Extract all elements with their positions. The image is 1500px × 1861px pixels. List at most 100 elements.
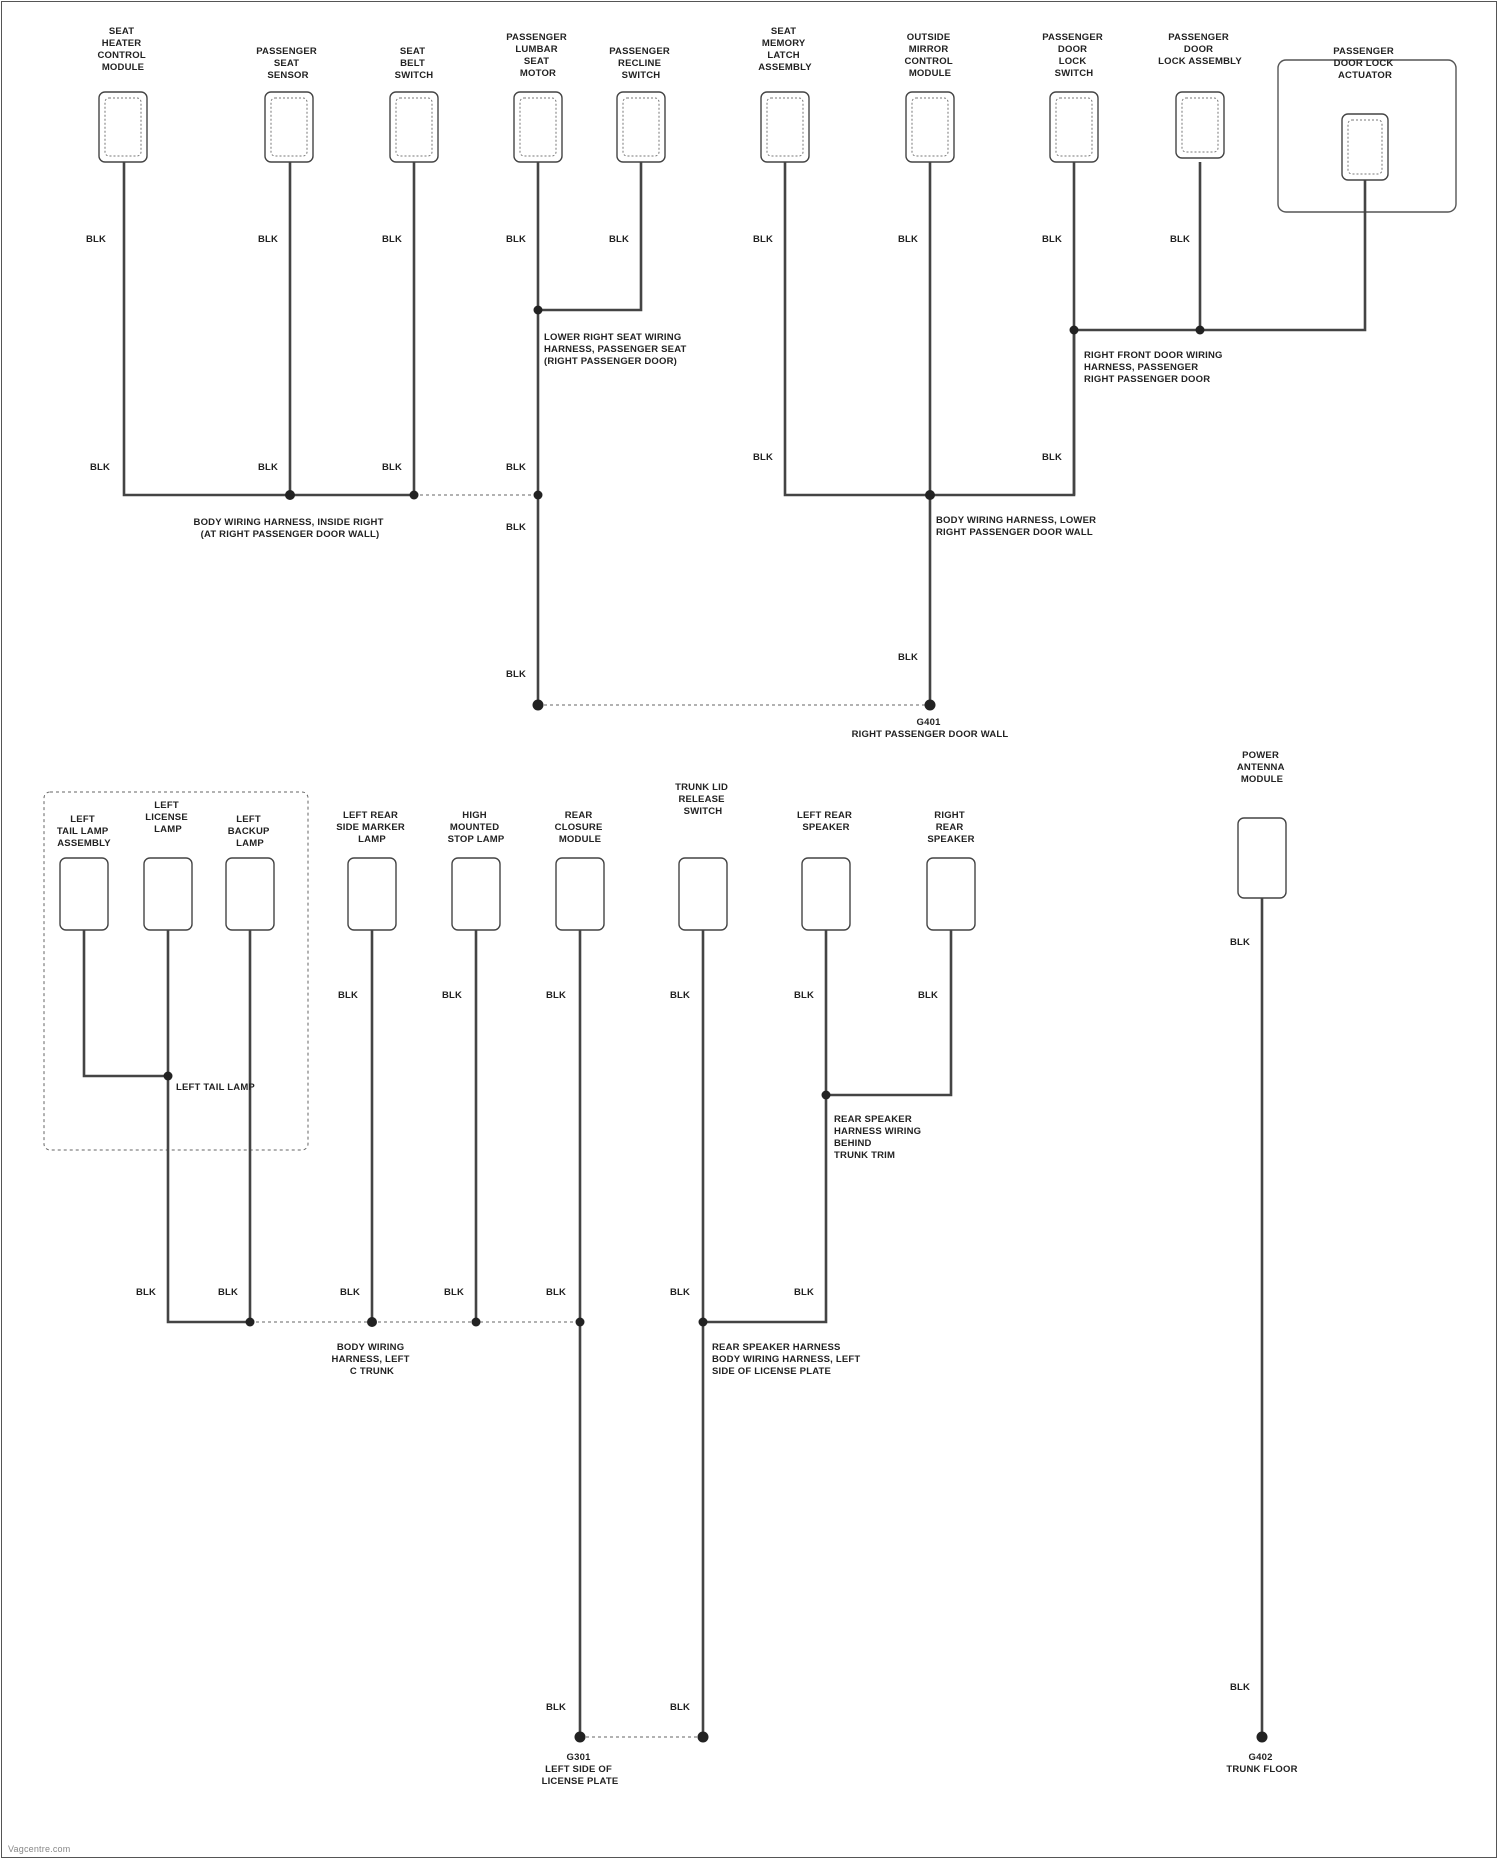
svg-text:BLK: BLK: [670, 1287, 690, 1298]
component-c5: PASSENGER RECLINE SWITCH: [609, 46, 673, 162]
top-wire-labels: BLK BLK BLK BLK BLK BLK BLK BLK BLK BLK …: [86, 234, 1190, 680]
splice-label-s3: RIGHT FRONT DOOR WIRING HARNESS, PASSENG…: [1084, 350, 1226, 385]
splice-label-s4: BODY WIRING HARNESS, LOWER RIGHT PASSENG…: [936, 515, 1099, 538]
component-c10: PASSENGER DOOR LOCK ACTUATOR: [1278, 46, 1456, 212]
splice-label-s7: REAR SPEAKER HARNESS BODY WIRING HARNESS…: [712, 1342, 863, 1377]
component-label: PASSENGER RECLINE SWITCH: [609, 46, 673, 81]
svg-text:BLK: BLK: [382, 234, 402, 245]
svg-text:BLK: BLK: [258, 462, 278, 473]
svg-text:BLK: BLK: [794, 1287, 814, 1298]
svg-text:BLK: BLK: [918, 990, 938, 1001]
splice-dot: [285, 490, 295, 500]
svg-text:TRUNK LID RELEASE: TRUNK LID RELEASE SWITCH: [675, 782, 731, 817]
svg-text:LEFT LICENSE LAMP: LEFT LICENSE LAMP: [145, 800, 190, 835]
svg-text:BLK: BLK: [753, 452, 773, 463]
svg-text:BLK: BLK: [382, 462, 402, 473]
connector: [99, 92, 147, 162]
splice-dot: [1196, 326, 1205, 335]
component-b8: LEFT REAR SPEAKER: [797, 810, 855, 930]
splice-label-s1: BODY WIRING HARNESS, INSIDE RIGHT (AT RI…: [194, 517, 387, 540]
component-label: SEAT MEMORY LATCH ASSEMBLY: [758, 26, 812, 73]
svg-text:BLK: BLK: [546, 1702, 566, 1713]
component-c1: SEAT HEATER CONTROL MODULE: [97, 26, 148, 162]
svg-text:BLK: BLK: [442, 990, 462, 1001]
component-b4: LEFT REAR SIDE MARKER LAMP: [336, 810, 408, 930]
component-b5: HIGH MOUNTED STOP LAMP: [448, 810, 505, 930]
splice-label-s2: LOWER RIGHT SEAT WIRING HARNESS, PASSENG…: [544, 332, 689, 367]
splice-dot: [1070, 326, 1079, 335]
svg-text:BLK: BLK: [898, 652, 918, 663]
svg-text:REAR CLOSURE MODUL: REAR CLOSURE MODULE: [555, 810, 606, 845]
svg-text:BLK: BLK: [218, 1287, 238, 1298]
component-c8: PASSENGER DOOR LOCK SWITCH: [1042, 32, 1106, 162]
ground-label-g2: G301 LEFT SIDE OF LICENSE PLATE: [542, 1752, 619, 1787]
component-label: PASSENGER DOOR LOCK ASSEMBLY: [1158, 32, 1242, 67]
splice-dot: [534, 306, 543, 315]
svg-text:BLK: BLK: [546, 1287, 566, 1298]
component-label: PASSENGER DOOR LOCK SWITCH: [1042, 32, 1106, 79]
component-label: SEAT HEATER CONTROL MODULE: [97, 26, 148, 73]
svg-text:BLK: BLK: [670, 990, 690, 1001]
component-c2: PASSENGER SEAT SENSOR: [256, 46, 320, 162]
component-b6: REAR CLOSURE MODULE: [555, 810, 606, 930]
svg-text:BLK: BLK: [506, 234, 526, 245]
splice-label-s6: BODY WIRING HARNESS, LEFT C TRUNK: [332, 1342, 413, 1377]
svg-text:BLK: BLK: [136, 1287, 156, 1298]
component-c6: SEAT MEMORY LATCH ASSEMBLY: [758, 26, 812, 162]
top-splice-dots: [285, 306, 1205, 711]
ground-label-g1: G401 RIGHT PASSENGER DOOR WALL: [852, 717, 1009, 740]
svg-text:POWER ANTENNA MODU: POWER ANTENNA MODULE: [1237, 750, 1287, 785]
component-b7: TRUNK LID RELEASE SWITCH: [675, 782, 731, 930]
ground-dot: [533, 700, 544, 711]
svg-text:BLK: BLK: [86, 234, 106, 245]
svg-text:BLK: BLK: [340, 1287, 360, 1298]
svg-text:BLK: BLK: [444, 1287, 464, 1298]
component-label: PASSENGER SEAT SENSOR: [256, 46, 320, 81]
svg-text:BLK: BLK: [546, 990, 566, 1001]
svg-text:LEFT REAR SPEAKER: LEFT REAR SPEAKER: [797, 810, 855, 833]
svg-text:BLK: BLK: [1042, 234, 1062, 245]
bottom-wire-labels: BLK BLK BLK BLK BLK BLK BLK BLK BLK BLK …: [136, 937, 1250, 1713]
splice-label-s5: LEFT TAIL LAMP: [176, 1082, 255, 1093]
component-c7: OUTSIDE MIRROR CONTROL MODULE: [904, 32, 955, 162]
splice-dot: [410, 491, 419, 500]
svg-text:BLK: BLK: [753, 234, 773, 245]
svg-text:LEFT TAIL LAMP ASS: LEFT TAIL LAMP ASSEMBLY: [57, 814, 111, 849]
ground-dot: [925, 700, 936, 711]
svg-text:BLK: BLK: [506, 522, 526, 533]
component-c3: SEAT BELT SWITCH: [390, 46, 438, 162]
component-c9: PASSENGER DOOR LOCK ASSEMBLY: [1158, 32, 1242, 158]
svg-text:BLK: BLK: [670, 1702, 690, 1713]
bottom-splice-dots: [164, 1072, 1268, 1743]
svg-text:BLK: BLK: [1042, 452, 1062, 463]
svg-text:BLK: BLK: [90, 462, 110, 473]
svg-text:BLK: BLK: [609, 234, 629, 245]
svg-text:RIGHT REAR SPEAKER: RIGHT REAR SPEAKER: [927, 810, 974, 845]
svg-text:BLK: BLK: [1230, 937, 1250, 948]
footer-watermark: Vagcentre.com: [8, 1844, 70, 1854]
svg-text:LEFT BACKUP LAMP: LEFT BACKUP LAMP: [228, 814, 273, 849]
component-b3: LEFT BACKUP LAMP: [226, 814, 274, 930]
ground-label-g3: G402 TRUNK FLOOR: [1226, 1752, 1297, 1775]
component-c4: PASSENGER LUMBAR SEAT MOTOR: [506, 32, 570, 162]
component-b9: RIGHT REAR SPEAKER: [927, 810, 975, 930]
svg-text:BLK: BLK: [338, 990, 358, 1001]
component-label: PASSENGER LUMBAR SEAT MOTOR: [506, 32, 570, 79]
svg-text:BLK: BLK: [258, 234, 278, 245]
svg-text:BLK: BLK: [1170, 234, 1190, 245]
svg-text:BLK: BLK: [1230, 1682, 1250, 1693]
splice-label-s8: REAR SPEAKER HARNESS WIRING BEHIND TRUNK…: [834, 1114, 924, 1161]
splice-dot: [534, 491, 543, 500]
component-b1: LEFT TAIL LAMP ASSEMBLY: [57, 814, 111, 930]
svg-text:BLK: BLK: [506, 462, 526, 473]
component-label: SEAT BELT SWITCH: [395, 46, 434, 81]
svg-text:BLK: BLK: [898, 234, 918, 245]
svg-text:BLK: BLK: [794, 990, 814, 1001]
splice-dot: [925, 490, 935, 500]
component-b2: LEFT LICENSE LAMP: [144, 800, 192, 930]
component-b10: POWER ANTENNA MODULE: [1237, 750, 1287, 898]
bottom-wires: [84, 898, 1262, 1737]
svg-text:BLK: BLK: [506, 669, 526, 680]
component-label: PASSENGER DOOR LOCK ACTUATOR: [1333, 46, 1397, 81]
svg-text:HIGH MOUNTED STOP: HIGH MOUNTED STOP LAMP: [448, 810, 505, 845]
